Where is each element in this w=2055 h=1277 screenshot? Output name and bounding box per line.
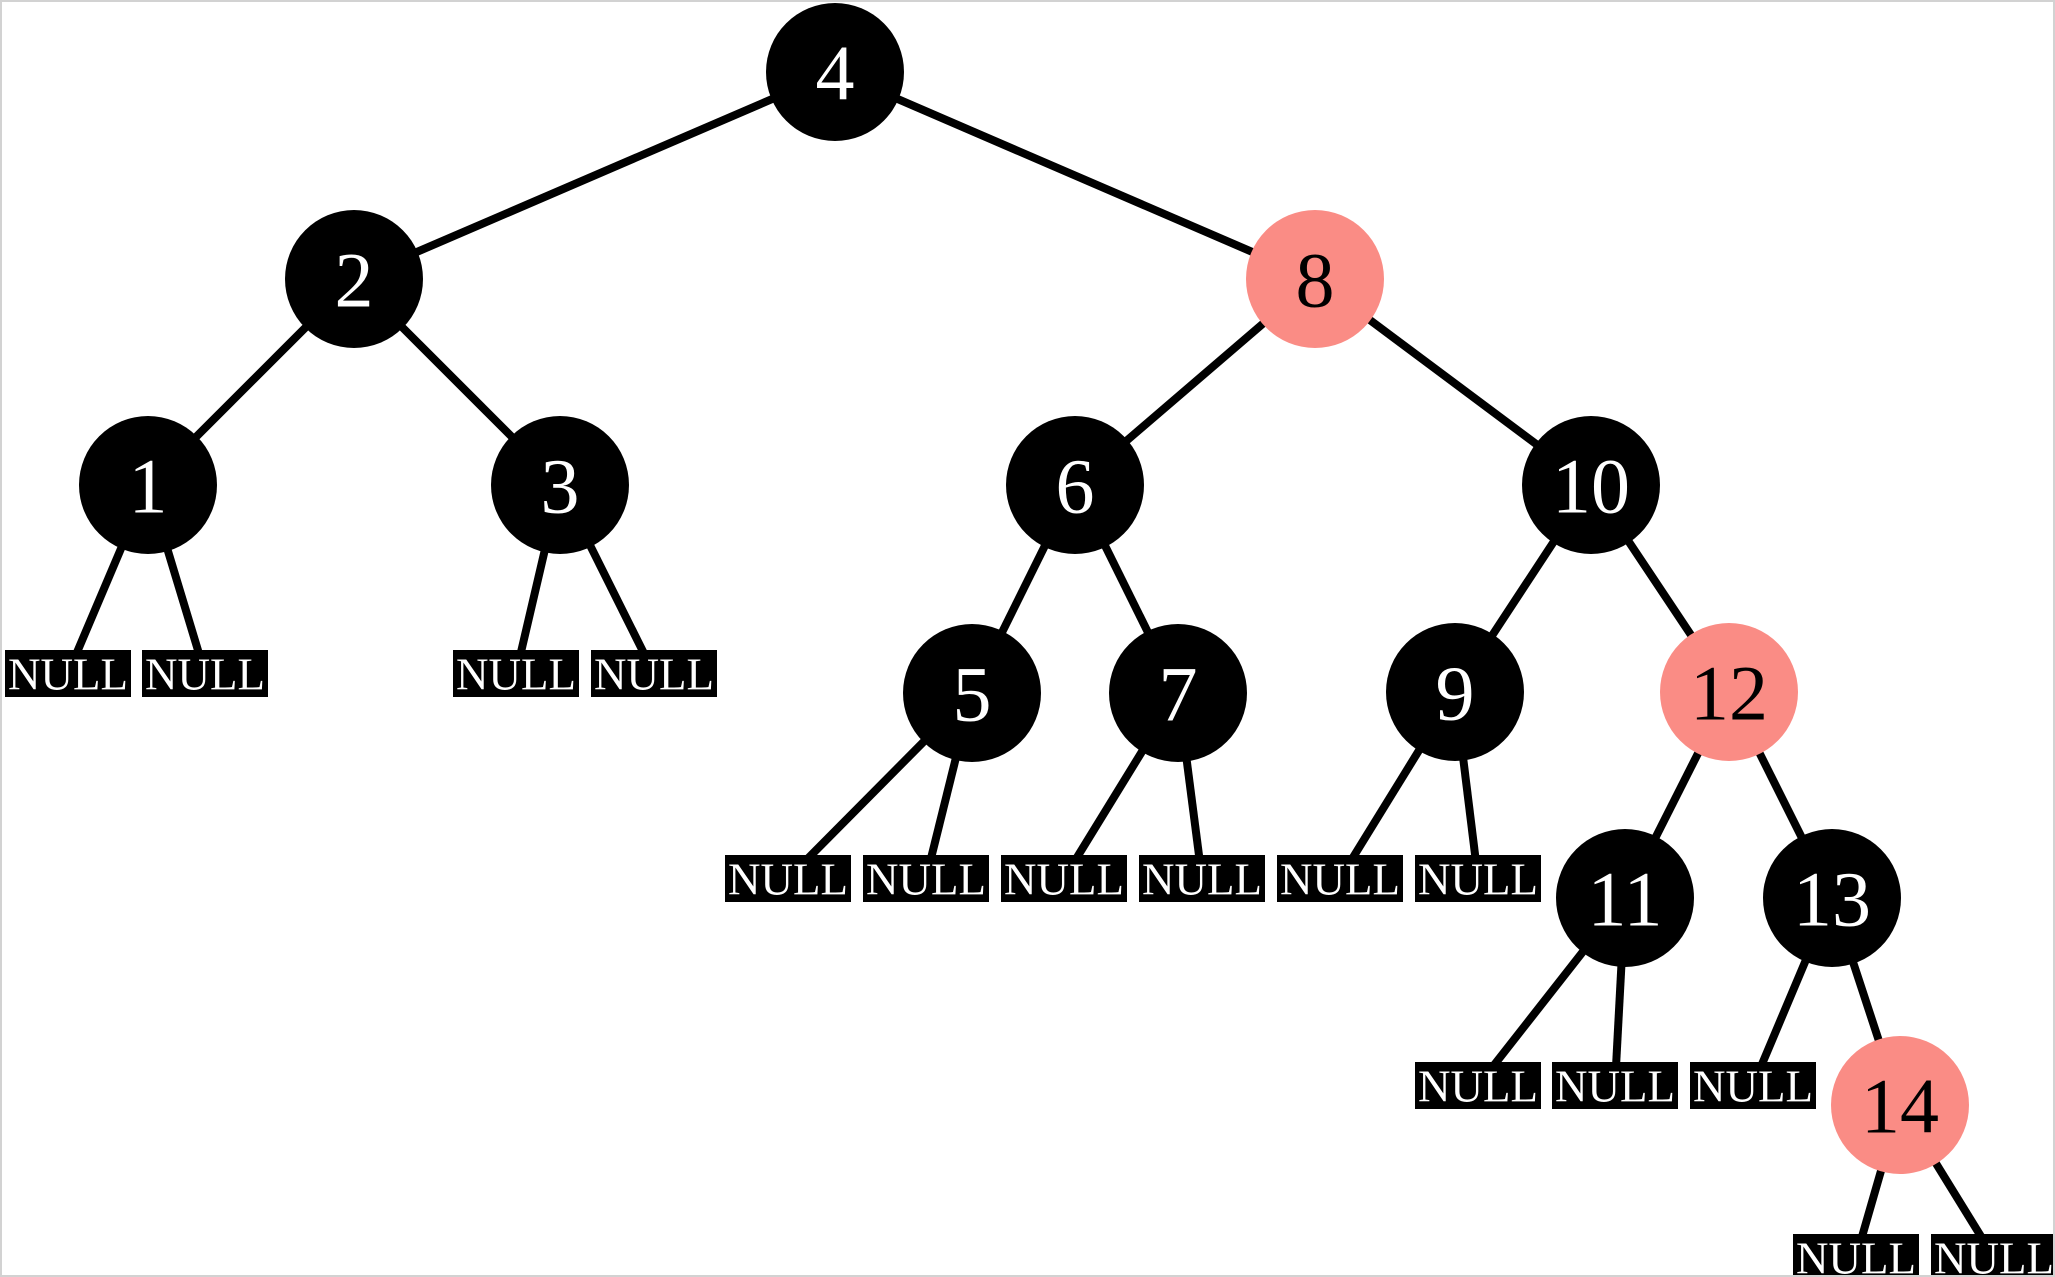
node-7-label: 7	[1159, 650, 1198, 737]
node-5-label: 5	[953, 650, 992, 737]
null-leaf-label: NULL	[456, 650, 576, 700]
null-leaf-label: NULL	[866, 855, 986, 905]
null-leaf-box	[453, 650, 579, 697]
null-leaf-box	[1277, 855, 1403, 902]
node-1-circle	[79, 416, 217, 554]
node-13-label: 13	[1793, 855, 1871, 942]
node-3-circle	[491, 416, 629, 554]
node-9-label: 9	[1436, 649, 1475, 736]
node-4-circle	[766, 3, 904, 141]
node-3-label: 3	[541, 442, 580, 529]
node-12-circle	[1660, 623, 1798, 761]
null-leaf-box	[725, 855, 851, 902]
null-leaf-label: NULL	[145, 650, 265, 700]
null-leaf-box	[1690, 1062, 1816, 1109]
null-leaf-label: NULL	[1004, 855, 1124, 905]
null-leaf-box	[142, 650, 268, 697]
null-leaf-label: NULL	[1280, 855, 1400, 905]
node-11-circle	[1556, 829, 1694, 967]
node-13-circle	[1763, 829, 1901, 967]
node-8-label: 8	[1296, 236, 1335, 323]
node-2-label: 2	[335, 236, 374, 323]
null-leaf-label: NULL	[1693, 1062, 1813, 1112]
edge-4-8	[833, 68, 1317, 283]
node-10-label: 10	[1552, 442, 1630, 529]
null-leaf-label: NULL	[1555, 1062, 1675, 1112]
node-6-circle	[1006, 416, 1144, 554]
null-leaf-label: NULL	[728, 855, 848, 905]
node-14-label: 14	[1861, 1062, 1939, 1149]
node-2-circle	[285, 210, 423, 348]
null-leaf-box	[1139, 855, 1265, 902]
node-11-label: 11	[1587, 855, 1662, 942]
null-leaf-box	[1793, 1234, 1919, 1275]
node-1-label: 1	[129, 442, 168, 529]
node-9-circle	[1386, 623, 1524, 761]
node-10-circle	[1522, 416, 1660, 554]
null-leaf-label: NULL	[1934, 1234, 2054, 1277]
null-leaf-label: NULL	[8, 650, 128, 700]
null-leaf-label: NULL	[594, 650, 714, 700]
null-leaf-box	[1552, 1062, 1678, 1109]
null-leaf-box	[1931, 1234, 2053, 1275]
null-leaf-box	[1415, 1062, 1541, 1109]
null-leaf-label: NULL	[1418, 1062, 1538, 1112]
null-leaf-box	[1001, 855, 1127, 902]
node-14-circle	[1831, 1036, 1969, 1174]
node-12-label: 12	[1690, 649, 1768, 736]
null-leaf-label: NULL	[1796, 1234, 1916, 1277]
null-leaf-box	[1415, 855, 1541, 902]
node-6-label: 6	[1056, 442, 1095, 529]
null-leaf-label: NULL	[1142, 855, 1262, 905]
null-leaf-label: NULL	[1418, 855, 1538, 905]
null-leaf-box	[5, 650, 131, 697]
edge-4-2	[352, 68, 837, 283]
node-5-circle	[903, 624, 1041, 762]
null-leaf-box	[863, 855, 989, 902]
node-7-circle	[1109, 624, 1247, 762]
node-4-label: 4	[816, 29, 855, 116]
null-leaf-box	[591, 650, 717, 697]
node-8-circle	[1246, 210, 1384, 348]
